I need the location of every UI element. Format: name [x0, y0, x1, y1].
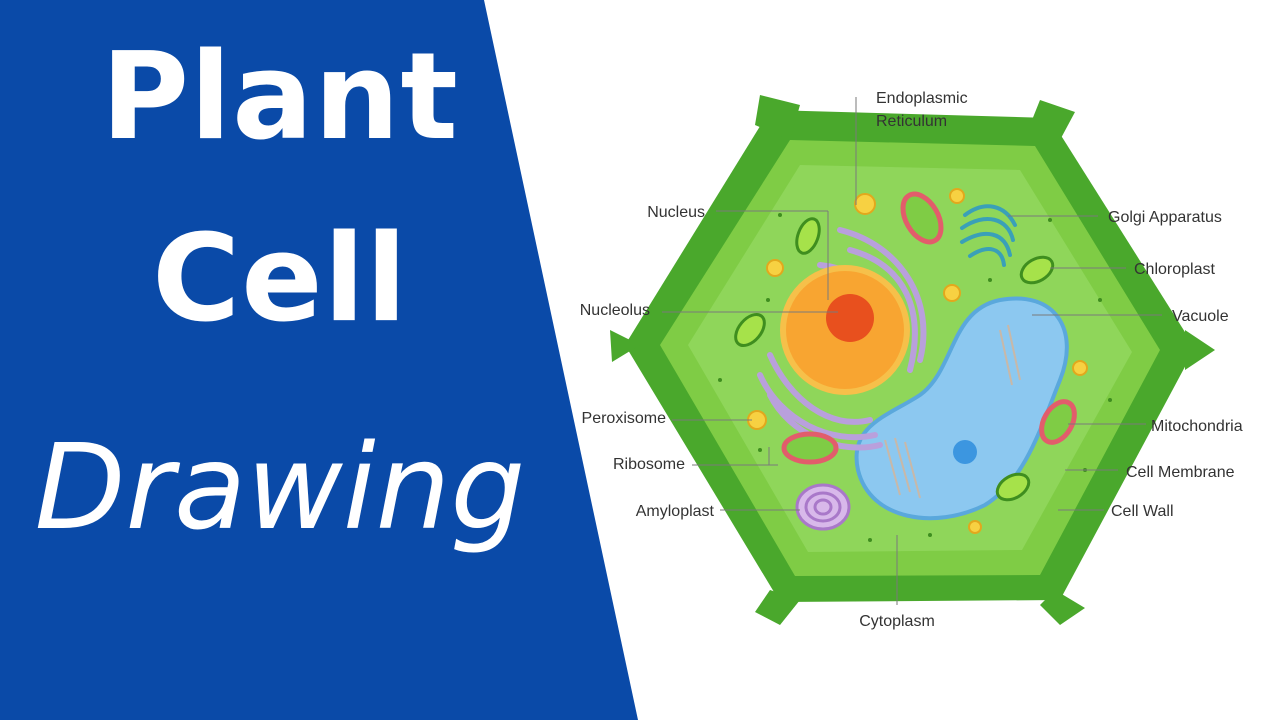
title-drawing: Drawing: [34, 418, 526, 556]
nucleolus-shape: [826, 294, 874, 342]
label-cell-membrane: Cell Membrane: [1126, 464, 1235, 481]
label-peroxisome: Peroxisome: [582, 410, 667, 427]
label-vacuole: Vacuole: [1172, 308, 1229, 325]
label-nucleolus: Nucleolus: [580, 302, 650, 319]
title-cell: Cell: [152, 210, 408, 349]
vacuole-crystals: [884, 324, 1021, 499]
label-chloroplast: Chloroplast: [1134, 261, 1215, 278]
leader-lines: [662, 97, 1162, 605]
chloroplast-shapes: [734, 217, 1055, 502]
peroxisome-shapes: [747, 188, 1088, 534]
label-nucleus: Nucleus: [647, 204, 705, 221]
label-mitochondria: Mitochondria: [1151, 418, 1243, 435]
amyloplast-shape: [795, 483, 851, 531]
title-plant: Plant: [101, 28, 459, 167]
vacuole-spot: [953, 440, 977, 464]
label-golgi: Golgi Apparatus: [1108, 209, 1222, 226]
label-ribosome: Ribosome: [613, 456, 685, 473]
label-endoplasmic-line2: Reticulum: [876, 113, 947, 130]
golgi-shape: [960, 204, 1017, 267]
label-cytoplasm: Cytoplasm: [859, 613, 935, 630]
label-endoplasmic-line1: Endoplasmic: [876, 90, 968, 107]
plant-cell-diagram: Endoplasmic Reticulum Nucleus Nucleolus …: [580, 90, 1243, 630]
label-amyloplast: Amyloplast: [636, 503, 715, 520]
mitochondria-shapes: [781, 191, 1077, 465]
label-cell-wall: Cell Wall: [1111, 503, 1174, 520]
ribosome-dots: [718, 213, 1112, 542]
